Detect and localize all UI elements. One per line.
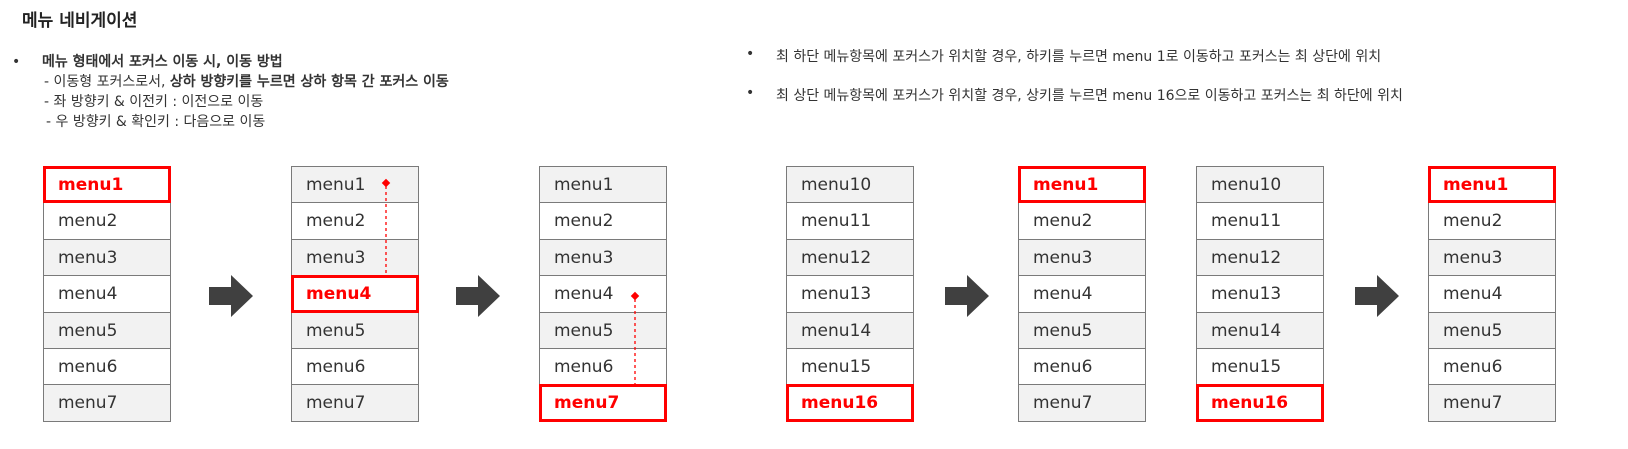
menu-item[interactable]: menu15 xyxy=(786,347,914,386)
menu-item[interactable]: menu3 xyxy=(539,238,667,277)
menu-item[interactable]: menu3 xyxy=(1428,238,1556,277)
menu-item[interactable]: menu7 xyxy=(539,384,667,422)
menu-item[interactable]: menu4 xyxy=(291,275,419,313)
menu-item[interactable]: menu14 xyxy=(786,311,914,349)
menu-item[interactable]: menu5 xyxy=(539,311,667,349)
menu-item[interactable]: menu13 xyxy=(1196,275,1324,313)
menu-item[interactable]: menu2 xyxy=(1018,202,1146,240)
menu-item[interactable]: menu13 xyxy=(786,275,914,313)
menu-item[interactable]: menu5 xyxy=(43,311,171,349)
menu-item[interactable]: menu3 xyxy=(291,238,419,277)
menu-item[interactable]: menu11 xyxy=(1196,202,1324,240)
menu-item[interactable]: menu4 xyxy=(1018,275,1146,313)
menu-item[interactable]: menu16 xyxy=(1196,384,1324,422)
menu-item[interactable]: menu10 xyxy=(1196,166,1324,204)
page-title: 메뉴 네비게이션 xyxy=(22,11,138,31)
right-arrow-icon xyxy=(945,275,989,317)
menu-item[interactable]: menu4 xyxy=(539,275,667,313)
right-note-1: 최 하단 메뉴항목에 포커스가 위치할 경우, 하키를 누르면 menu 1로 … xyxy=(746,46,1381,66)
menu-item[interactable]: menu10 xyxy=(786,166,914,204)
notes-line-3: - 우 방향키 & 확인키 : 다음으로 이동 xyxy=(46,114,266,130)
notes-line-1: - 이동형 포커스로서, 상하 방향키를 누르면 상하 항목 간 포커스 이동 xyxy=(12,72,449,92)
menu-item[interactable]: menu1 xyxy=(43,166,171,204)
menu-item[interactable]: menu2 xyxy=(43,202,171,240)
menu-item[interactable]: menu6 xyxy=(43,347,171,386)
menu-item[interactable]: menu4 xyxy=(1428,275,1556,313)
menu-item[interactable]: menu12 xyxy=(1196,238,1324,277)
menu-item[interactable]: menu11 xyxy=(786,202,914,240)
menu-item[interactable]: menu6 xyxy=(1428,347,1556,386)
menu-item[interactable]: menu12 xyxy=(786,238,914,277)
left-notes: 메뉴 형태에서 포커스 이동 시, 이동 방법 - 이동형 포커스로서, 상하 … xyxy=(12,52,449,132)
menu-item[interactable]: menu1 xyxy=(539,166,667,204)
menu-item[interactable]: menu3 xyxy=(1018,238,1146,277)
menu-item[interactable]: menu1 xyxy=(291,166,419,204)
menu-item[interactable]: menu7 xyxy=(1428,384,1556,422)
menu-item[interactable]: menu7 xyxy=(1018,384,1146,422)
menu-item[interactable]: menu1 xyxy=(1428,166,1556,204)
notes-line-1-bold: 상하 방향키를 누르면 상하 항목 간 포커스 이동 xyxy=(169,74,449,90)
right-note-2: 최 상단 메뉴항목에 포커스가 위치할 경우, 상키를 누르면 menu 16으… xyxy=(746,85,1403,105)
menu-item[interactable]: menu16 xyxy=(786,384,914,422)
notes-line-1-prefix: - 이동형 포커스로서, xyxy=(44,74,170,90)
right-arrow-icon xyxy=(209,275,253,317)
menu-item[interactable]: menu2 xyxy=(291,202,419,240)
menu-item[interactable]: menu2 xyxy=(1428,202,1556,240)
menu-item[interactable]: menu5 xyxy=(1018,311,1146,349)
right-arrow-icon xyxy=(1355,275,1399,317)
menu-item[interactable]: menu6 xyxy=(539,347,667,386)
right-arrow-icon xyxy=(456,275,500,317)
menu-item[interactable]: menu15 xyxy=(1196,347,1324,386)
menu-item[interactable]: menu7 xyxy=(43,384,171,422)
menu-item[interactable]: menu4 xyxy=(43,275,171,313)
menu-item[interactable]: menu2 xyxy=(539,202,667,240)
menu-item[interactable]: menu6 xyxy=(291,347,419,386)
menu-item[interactable]: menu5 xyxy=(291,311,419,349)
menu-item[interactable]: menu3 xyxy=(43,238,171,277)
menu-item[interactable]: menu1 xyxy=(1018,166,1146,204)
menu-item[interactable]: menu7 xyxy=(291,384,419,422)
menu-item[interactable]: menu5 xyxy=(1428,311,1556,349)
notes-line-2: - 좌 방향키 & 이전키 : 이전으로 이동 xyxy=(44,94,264,110)
menu-item[interactable]: menu6 xyxy=(1018,347,1146,386)
notes-heading: 메뉴 형태에서 포커스 이동 시, 이동 방법 xyxy=(12,52,449,72)
menu-item[interactable]: menu14 xyxy=(1196,311,1324,349)
